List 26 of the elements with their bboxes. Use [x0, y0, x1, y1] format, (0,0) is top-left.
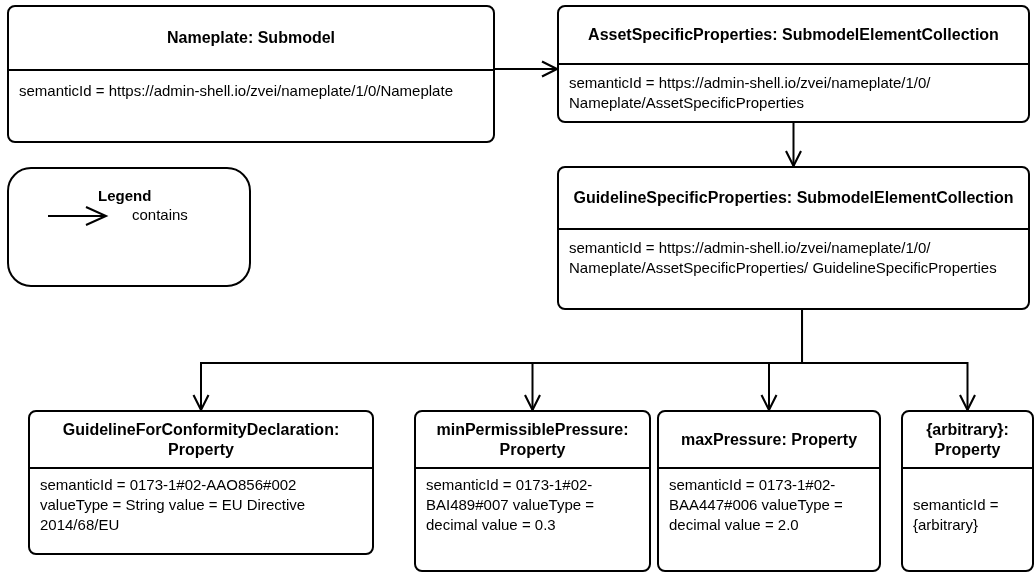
- attribute-text: semanticId = {arbitrary}: [913, 495, 1000, 535]
- class-box: [7, 5, 495, 143]
- class-box: [28, 410, 374, 555]
- class-box: [557, 166, 1030, 310]
- arrow: [801, 309, 977, 412]
- box-title: GuidelineSpecificProperties: SubmodelElementCollection: [573, 188, 1014, 208]
- legend-title: Legend: [98, 187, 152, 204]
- attribute-text: semanticId = 0173-1#02-AAO856#002 valueType = String value = EU Directive 2014/68/EU: [40, 475, 307, 535]
- class-box: [414, 410, 651, 572]
- attribute-text: semanticId = 0173-1#02-BAA447#006 valueType = decimal value = 2.0: [669, 475, 844, 535]
- attribute-text: semanticId = 0173-1#02-BAI489#007 valueType = decimal value = 0.3: [426, 475, 596, 535]
- arrow: [784, 122, 803, 168]
- attribute-text: semanticId = https://admin-shell.io/zvei/nameplate/1/0/Nameplate: [19, 81, 454, 101]
- box-title: {arbitrary}: Property: [925, 419, 1010, 460]
- class-box: [657, 410, 881, 572]
- attribute-text: semanticId = https://admin-shell.io/zvei/nameplate/1/0/ Nameplate/AssetSpecificProperties: [569, 73, 932, 113]
- class-box: [901, 410, 1034, 572]
- box-title: AssetSpecificProperties: SubmodelElementCollection: [588, 25, 999, 45]
- arrow: [494, 60, 559, 78]
- box-title: maxPressure: Property: [680, 429, 858, 450]
- attribute-text: semanticId = https://admin-shell.io/zvei/nameplate/1/0/ Nameplate/AssetSpecificProperties/ GuidelineSpecificProperties: [569, 238, 998, 278]
- box-title: GuidelineForConformityDeclaration: Property: [61, 419, 341, 460]
- class-box: [557, 5, 1030, 123]
- box-title: Nameplate: Submodel: [167, 28, 335, 48]
- legend-text: contains: [132, 206, 188, 223]
- box-title: minPermissiblePressure: Property: [435, 419, 630, 460]
